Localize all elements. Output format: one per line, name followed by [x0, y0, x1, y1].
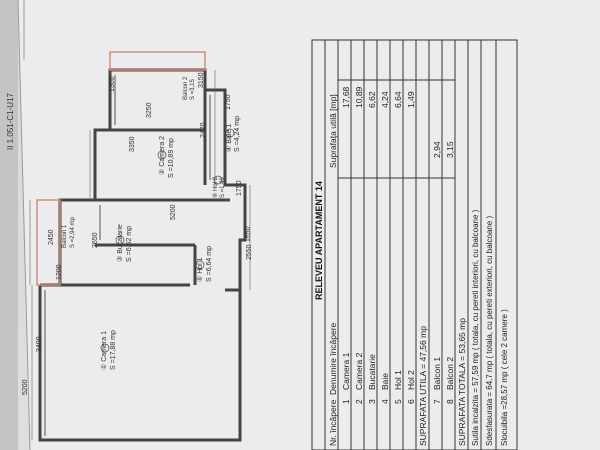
living-area-line: Slocuibila =28,57 mp ( cele 2 camere ) [500, 309, 509, 446]
table-row-area: 6,64 [393, 91, 403, 108]
balcony-outlines [36, 51, 206, 286]
total-area: SUPRAFATA TOTALA = 53,65 mp [457, 318, 467, 446]
table-row-nr: 1 [341, 399, 351, 404]
room-area-baie: S =4,24 mp [234, 116, 241, 152]
table-row-area: 2,94 [432, 141, 442, 158]
room-label-hol-2: ⑥ Hol 2 [212, 177, 219, 198]
room-area-balcon-2: S =3,15 [190, 79, 196, 100]
room-label-baie: ④ Baie 1 [225, 124, 233, 152]
room-label-hol-1: ⑤ Hol 1 [196, 257, 204, 282]
dimension-label: 1300 [109, 76, 116, 92]
dimension-label: 2550 [246, 244, 253, 260]
dimension-label: 3400 [36, 336, 43, 352]
table-row-area: 6,62 [367, 91, 377, 108]
dimension-label: 3250 [146, 102, 153, 118]
dimension-label: 1750 [236, 180, 243, 196]
dimension-label: 5200 [22, 379, 29, 395]
table-row-nr: 8 [445, 399, 455, 404]
dimension-label: 1200 [56, 264, 63, 280]
dimension-label: 2650 [92, 232, 99, 248]
room-label-bucatarie: ③ Bucatarie [116, 224, 124, 262]
table-row-area: 1,49 [406, 91, 416, 108]
room-label-balcon-2: Balcon 2 [183, 76, 189, 100]
room-number: ③ [117, 255, 124, 262]
util-area: SUPRAFATA UTILA = 47,56 mp [418, 326, 428, 446]
room-area-hol-2: S =1,49 [220, 177, 226, 198]
table-row-area: 10,89 [354, 86, 364, 108]
dimension-label: 2450 [48, 229, 55, 245]
table-row-name: Camera 1 [341, 352, 351, 390]
header-name: Denumire încăpere [328, 322, 338, 395]
paper-edge [0, 0, 18, 450]
table-row-nr: 5 [393, 399, 403, 404]
table-row-name: Camera 2 [354, 352, 364, 390]
room-number: ⑥ [213, 192, 219, 198]
room-name: Baie 1 [226, 123, 233, 144]
room-area-balcon-1: S =2,94 mp [70, 217, 76, 248]
table-title: RELEVEU APARTAMENT 14 [314, 181, 324, 300]
room-number: ① [101, 363, 108, 370]
table-row-nr: 3 [367, 399, 377, 404]
table-row-name: Balcon 2 [445, 356, 455, 390]
table-row-nr: 7 [432, 399, 442, 404]
table-row-nr: 2 [354, 399, 364, 404]
table-row-name: Bucatarie [367, 354, 377, 390]
table-row-name: Baie [380, 372, 390, 390]
room-number: ④ [226, 145, 233, 152]
paper-sheet [18, 0, 600, 450]
room-area-camera-2: S =10,89 mp [168, 138, 175, 178]
document-reference: II 1.051-C1-U17 [6, 93, 15, 150]
table-row-name: Balcon 1 [432, 356, 442, 390]
dimension-label: 2420 [200, 122, 207, 138]
header-nr: Nr. încăpere [328, 399, 338, 446]
table-row-area: 4,24 [380, 91, 390, 108]
room-name: Camera 1 [101, 331, 108, 362]
room-name: Hol 1 [197, 257, 204, 274]
room-number: ⑤ [197, 275, 204, 282]
room-number: ② [159, 168, 166, 175]
developed-area-line: Sdesfasurata = 64,7 mp ( totala, cu pere… [485, 215, 494, 446]
room-label-camera-1: ① Camera 1 [100, 331, 108, 370]
room-name: Hol 2 [213, 176, 219, 191]
room-area-bucatarie: S =6,62 mp [126, 226, 133, 262]
heated-area-line: Sutila incalzita = 57,59 mp ( totala, cu… [471, 209, 480, 446]
table-row-nr: 4 [380, 399, 390, 404]
dimension-label: 1750 [225, 94, 232, 110]
dimension-label: 1650 [245, 226, 252, 242]
room-name: Bucatarie [117, 224, 124, 254]
table-row-name: Hol 1 [393, 370, 403, 390]
dimension-label: 3150 [198, 72, 205, 88]
room-label-camera-2: ② Camera 2 [158, 136, 166, 175]
table-row-nr: 6 [406, 399, 416, 404]
room-area-camera-1: S =17,88 mp [110, 330, 117, 370]
room-label-balcon-1: Balcon 1 [62, 224, 68, 248]
dimension-label: 5200 [170, 204, 177, 220]
table-row-area: 17,68 [341, 86, 351, 108]
header-area: Suprafața utilă [mp] [328, 94, 338, 168]
room-name: Camera 2 [159, 136, 166, 167]
dimension-label: 3350 [129, 136, 136, 152]
table-row-name: Hol 2 [406, 370, 416, 390]
table-row-area: 3,15 [445, 141, 455, 158]
room-area-hol-1: S =6,64 mp [206, 246, 213, 282]
survey-table-grid [311, 39, 518, 450]
